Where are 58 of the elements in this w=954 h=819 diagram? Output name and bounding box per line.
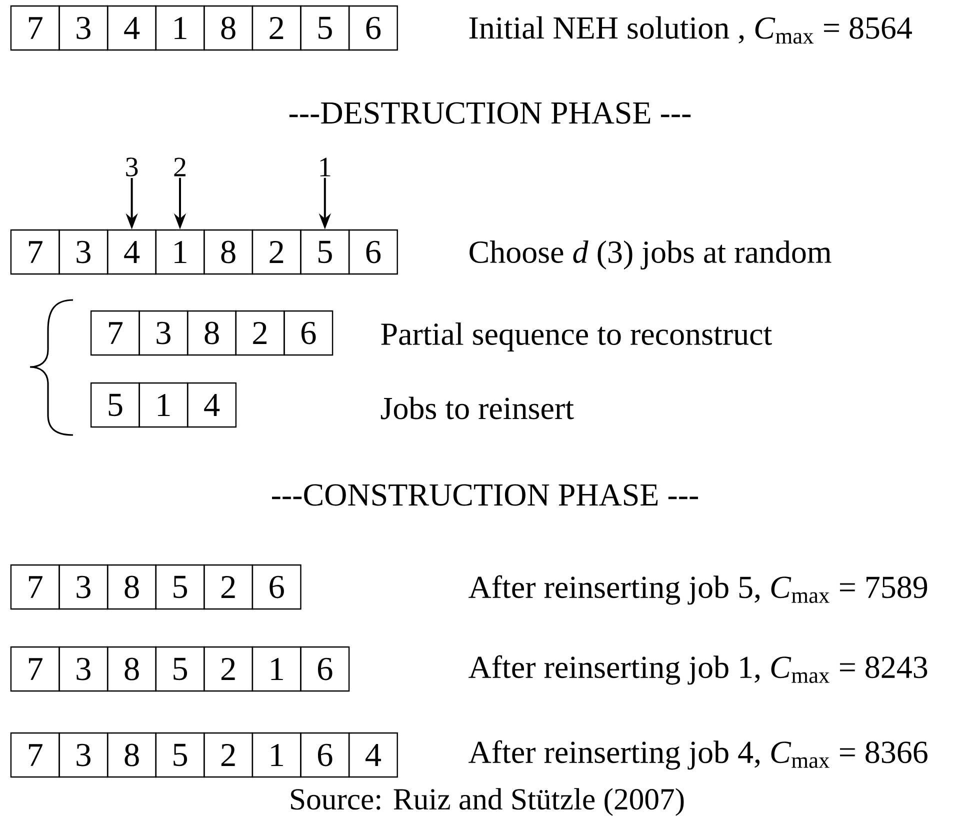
sequence-cell: 7 bbox=[10, 732, 60, 778]
position-number: 1 bbox=[320, 158, 330, 176]
sequence-cell: 8 bbox=[107, 564, 157, 610]
sequence-cell: 8 bbox=[204, 5, 254, 51]
sequence-cell: 5 bbox=[155, 646, 205, 692]
step-note: Initial NEH solution , C$_{max}$ = 8564 bbox=[469, 16, 912, 44]
step-note: After reinserting job 1, C$_{max}$ = 8243 bbox=[468, 655, 928, 685]
sequence-cell: 5 bbox=[155, 564, 205, 610]
sequence-cell: 1 bbox=[138, 382, 188, 428]
sequence-cell: 5 bbox=[300, 5, 350, 51]
step-note: After reinserting job 4, C$_{max}$ = 8366 bbox=[468, 740, 928, 770]
step-note: After reinserting job 5, C$_{max}$ = 7589 bbox=[468, 575, 928, 605]
sequence-cell: 7 bbox=[10, 5, 60, 51]
sequence-cell: 2 bbox=[204, 646, 254, 692]
sequence-cell: 8 bbox=[187, 310, 237, 356]
sequence-cell: 2 bbox=[204, 732, 254, 778]
phase-heading: ---DESTRUCTION PHASE --- bbox=[289, 102, 691, 124]
sequence-cell: 6 bbox=[284, 310, 334, 356]
step-note: Partial sequence to reconstruct bbox=[381, 322, 772, 352]
sequence-cell: 5 bbox=[155, 732, 205, 778]
sequence-cell: 3 bbox=[58, 646, 108, 692]
sequence-cell: 2 bbox=[235, 310, 285, 356]
sequence-cell: 2 bbox=[252, 229, 302, 275]
sequence-cell: 5 bbox=[300, 229, 350, 275]
sequence-cell: 3 bbox=[58, 732, 108, 778]
sequence-cell: 1 bbox=[155, 229, 205, 275]
sequence-cell: 1 bbox=[252, 646, 302, 692]
sequence-cell: 6 bbox=[300, 646, 350, 692]
sequence-cell: 7 bbox=[10, 564, 60, 610]
sequence-cell: 3 bbox=[58, 229, 108, 275]
sequence-cell: 5 bbox=[90, 382, 140, 428]
phase-heading: ---CONSTRUCTION PHASE --- bbox=[272, 484, 698, 506]
sequence-cell: 3 bbox=[58, 5, 108, 51]
sequence-cell: 1 bbox=[155, 5, 205, 51]
sequence-cell: 3 bbox=[138, 310, 188, 356]
sequence-cell: 4 bbox=[348, 732, 398, 778]
source-caption: Source: Ruiz and Stützle (2007) bbox=[291, 788, 684, 816]
sequence-cell: 8 bbox=[204, 229, 254, 275]
sequence-cell: 7 bbox=[90, 310, 140, 356]
sequence-cell: 2 bbox=[252, 5, 302, 51]
sequence-cell: 7 bbox=[10, 646, 60, 692]
sequence-cell: 6 bbox=[348, 229, 398, 275]
sequence-cell: 8 bbox=[107, 646, 157, 692]
sequence-cell: 6 bbox=[348, 5, 398, 51]
position-number: 2 bbox=[174, 158, 186, 176]
sequence-cell: 8 bbox=[107, 732, 157, 778]
sequence-cell: 6 bbox=[252, 564, 302, 610]
sequence-cell: 4 bbox=[107, 229, 157, 275]
step-note: Jobs to reinsert bbox=[380, 396, 574, 420]
step-note: Choose d (3) jobs at random bbox=[470, 240, 832, 270]
position-number: 3 bbox=[126, 158, 138, 176]
sequence-cell: 2 bbox=[204, 564, 254, 610]
sequence-cell: 1 bbox=[252, 732, 302, 778]
sequence-cell: 4 bbox=[187, 382, 237, 428]
sequence-cell: 6 bbox=[300, 732, 350, 778]
sequence-cell: 3 bbox=[58, 564, 108, 610]
sequence-cell: 4 bbox=[107, 5, 157, 51]
sequence-cell: 7 bbox=[10, 229, 60, 275]
